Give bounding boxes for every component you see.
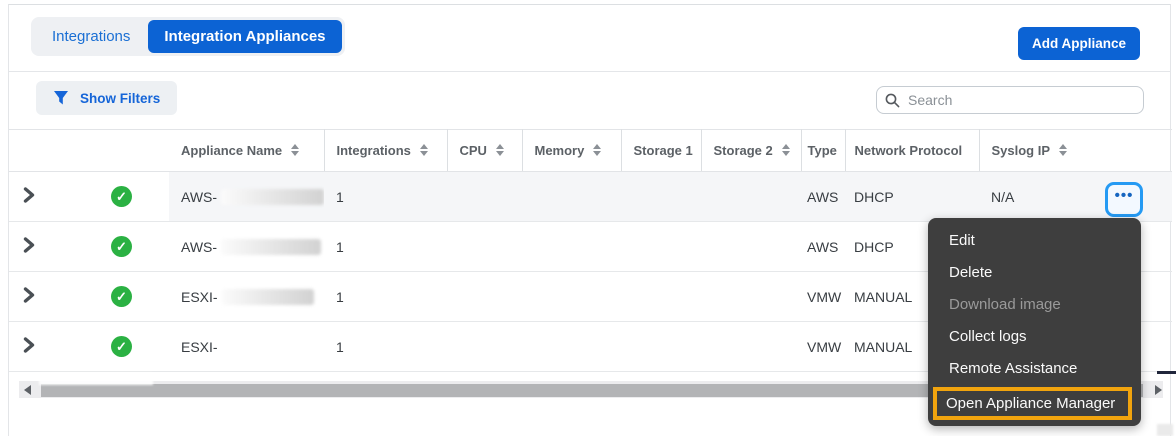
table-row[interactable]: ✓ AWS- 1 AWS DHCP N/A	[9, 171, 1172, 222]
show-filters-button[interactable]: Show Filters	[36, 81, 178, 115]
row-name-cell: ESXI-	[169, 321, 324, 372]
tab-integrations[interactable]: Integrations	[52, 28, 131, 45]
row-status-cell: ✓	[65, 321, 169, 372]
row-storage2-cell	[701, 321, 801, 372]
redacted-text	[221, 288, 314, 305]
redacted-text	[221, 238, 322, 255]
chevron-right-icon[interactable]	[23, 337, 36, 353]
status-ok-icon: ✓	[111, 336, 132, 357]
col-appliance-name[interactable]: Appliance Name	[169, 129, 325, 172]
col-integrations[interactable]: Integrations	[324, 129, 448, 172]
row-type-cell: AWS	[801, 221, 845, 272]
row-cpu-cell	[447, 221, 522, 272]
row-integrations-cell: 1	[324, 171, 447, 222]
row-storage2-cell	[701, 221, 801, 272]
annotation-line	[1157, 371, 1176, 374]
sort-icon[interactable]	[419, 144, 428, 156]
menu-item-download-image: Download image	[949, 296, 1061, 313]
row-name-cell: ESXI-	[169, 271, 324, 322]
row-expander-cell	[9, 171, 65, 222]
row-cpu-cell	[447, 271, 522, 322]
sort-icon[interactable]	[593, 144, 602, 156]
chevron-right-icon[interactable]	[23, 187, 36, 203]
col-actions	[1099, 129, 1172, 172]
redacted-text	[221, 188, 324, 205]
section-divider	[9, 71, 1170, 72]
table-header-row: Appliance Name Integrations CPU Memory S…	[9, 129, 1172, 172]
sort-icon[interactable]	[495, 144, 504, 156]
row-status-cell: ✓	[65, 171, 169, 222]
horizontal-scrollbar[interactable]	[19, 381, 1163, 398]
search-icon	[885, 93, 900, 107]
chevron-right-icon[interactable]	[23, 287, 36, 303]
chevron-right-icon[interactable]	[23, 237, 36, 253]
menu-item-edit[interactable]: Edit	[949, 232, 975, 249]
col-expander	[9, 129, 65, 172]
row-status-cell: ✓	[65, 271, 169, 322]
search-input[interactable]	[908, 92, 1135, 108]
row-integrations-cell: 1	[324, 321, 447, 372]
row-storage1-cell	[621, 271, 701, 322]
tab-bar: Integrations Integration Appliances	[31, 17, 345, 56]
row-status-cell: ✓	[65, 221, 169, 272]
redacted-area	[39, 373, 153, 385]
row-actions-button[interactable]: •••	[1105, 182, 1143, 217]
col-storage-1[interactable]: Storage 1	[621, 129, 702, 172]
col-syslog-ip[interactable]: Syslog IP	[979, 129, 1099, 172]
status-ok-icon: ✓	[111, 286, 132, 307]
row-expander-cell	[9, 271, 65, 322]
row-protocol-cell: DHCP	[845, 171, 979, 222]
sort-icon[interactable]	[781, 144, 790, 156]
menu-item-open-appliance-manager[interactable]: Open Appliance Manager	[933, 387, 1132, 420]
col-cpu[interactable]: CPU	[447, 129, 523, 172]
menu-item-delete[interactable]: Delete	[949, 264, 993, 281]
row-memory-cell	[522, 321, 621, 372]
tab-integration-appliances[interactable]: Integration Appliances	[148, 20, 342, 53]
row-type-cell: AWS	[801, 171, 845, 222]
col-storage-2[interactable]: Storage 2	[701, 129, 802, 172]
col-memory[interactable]: Memory	[522, 129, 622, 172]
row-storage1-cell	[621, 221, 701, 272]
search-box	[876, 86, 1144, 114]
row-type-cell: VMW	[801, 271, 845, 322]
status-ok-icon: ✓	[111, 236, 132, 257]
sort-icon[interactable]	[291, 144, 300, 156]
row-storage1-cell	[621, 321, 701, 372]
row-memory-cell	[522, 271, 621, 322]
menu-item-collect-logs[interactable]: Collect logs	[949, 328, 1027, 345]
row-cpu-cell	[447, 321, 522, 372]
show-filters-label: Show Filters	[80, 90, 161, 106]
col-type[interactable]: Type	[801, 129, 846, 172]
row-cpu-cell	[447, 171, 522, 222]
table-row[interactable]: ✓ ESXI- 1 VMW MANUAL	[9, 271, 1172, 322]
menu-item-remote-assistance[interactable]: Remote Assistance	[949, 360, 1078, 377]
row-syslog-cell: N/A	[979, 171, 1099, 222]
row-integrations-cell: 1	[324, 221, 447, 272]
row-memory-cell	[522, 171, 621, 222]
sort-icon[interactable]	[1059, 144, 1068, 156]
row-expander-cell	[9, 221, 65, 272]
row-storage1-cell	[621, 171, 701, 222]
row-name-cell: AWS-	[169, 221, 324, 272]
filter-funnel-icon	[54, 91, 68, 105]
row-integrations-cell: 1	[324, 271, 447, 322]
col-status	[65, 129, 169, 172]
row-type-cell: VMW	[801, 321, 845, 372]
scroll-right-arrow-icon[interactable]	[1155, 385, 1162, 395]
row-storage2-cell	[701, 171, 801, 222]
row-storage2-cell	[701, 271, 801, 322]
row-memory-cell	[522, 221, 621, 272]
status-ok-icon: ✓	[111, 186, 132, 207]
scroll-left-arrow-icon[interactable]	[24, 385, 31, 395]
redacted-area	[1157, 424, 1173, 436]
add-appliance-button[interactable]: Add Appliance	[1017, 27, 1140, 60]
row-name-cell: AWS-	[169, 171, 324, 222]
row-actions-context-menu: Edit Delete Download image Collect logs …	[928, 218, 1141, 426]
col-network-protocol[interactable]: Network Protocol	[845, 129, 980, 172]
row-expander-cell	[9, 321, 65, 372]
horizontal-scrollbar-thumb[interactable]	[41, 384, 1143, 397]
